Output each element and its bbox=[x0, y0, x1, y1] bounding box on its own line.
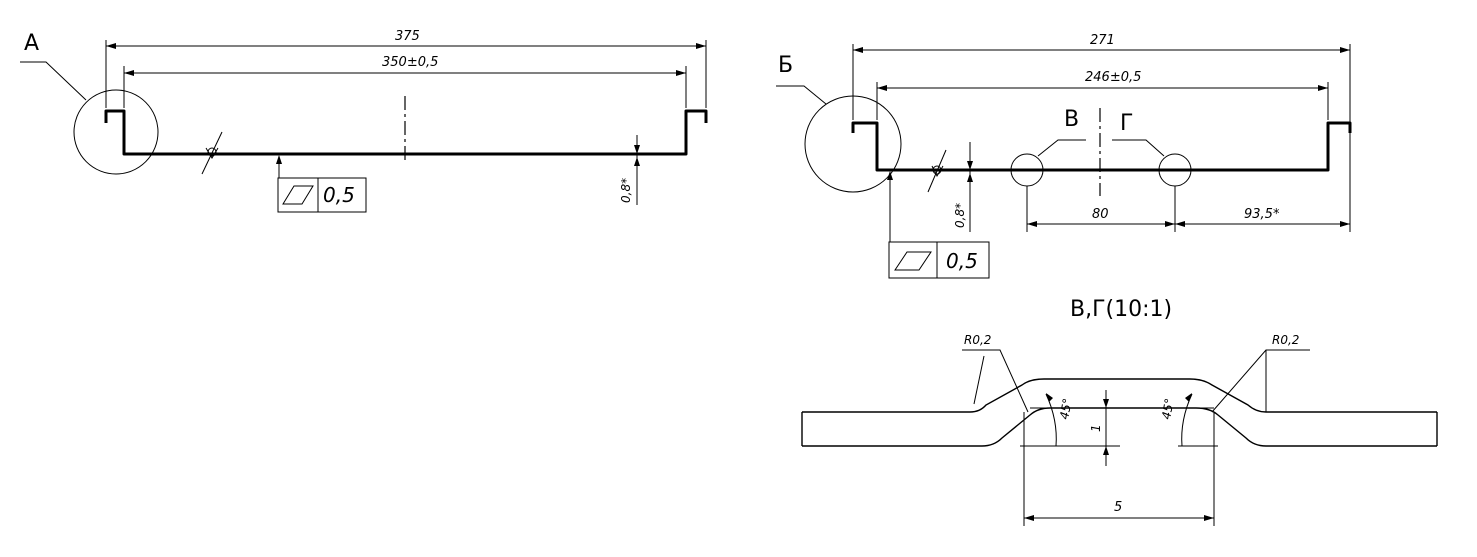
arrow bbox=[1185, 393, 1192, 402]
detail-title: В,Г(10:1) bbox=[1070, 297, 1172, 322]
arrow bbox=[967, 161, 973, 170]
dim-end-b: 93,5* bbox=[1244, 207, 1280, 222]
roughness-symbol bbox=[201, 131, 223, 175]
flatness-arrow-b bbox=[887, 171, 893, 180]
arrow bbox=[1103, 399, 1109, 408]
leader-g bbox=[1112, 139, 1165, 157]
profile-a bbox=[104, 109, 708, 156]
arrow bbox=[634, 145, 640, 154]
flatness-icon bbox=[894, 251, 932, 271]
flatness-frame-a bbox=[277, 177, 367, 213]
radius-right: R0,2 bbox=[1272, 333, 1299, 347]
angle-left: 45° bbox=[1057, 397, 1074, 420]
arrow bbox=[634, 157, 640, 166]
callout-v: В bbox=[1064, 107, 1079, 132]
view-label-a: А bbox=[24, 31, 39, 56]
detail-profile-top bbox=[802, 378, 1437, 413]
view-a: А 375 350±0,5 0,5 0,8* bbox=[20, 29, 708, 213]
angle-right: 45° bbox=[1159, 397, 1176, 420]
arrow bbox=[1103, 446, 1109, 455]
flatness-icon bbox=[282, 185, 314, 205]
view-label-b: Б bbox=[778, 53, 793, 78]
arrow bbox=[967, 173, 973, 182]
dim-height-a: 0,8* bbox=[619, 178, 633, 203]
dim-width-detail: 5 bbox=[1114, 500, 1122, 515]
radius-left: R0,2 bbox=[964, 333, 991, 347]
flatness-value-b: 0,5 bbox=[946, 249, 978, 273]
profile-b bbox=[851, 121, 1352, 172]
radius-leader-left bbox=[962, 349, 1029, 413]
detail-circle-a bbox=[73, 89, 159, 175]
radius-leader-left-2 bbox=[973, 355, 985, 405]
view-b: Б В Г 271 246±0,5 80 93,5* bbox=[776, 33, 1352, 279]
detail-profile-bottom bbox=[802, 407, 1437, 447]
flatness-frame-b bbox=[888, 241, 990, 279]
callout-g: Г bbox=[1120, 111, 1133, 136]
dim-inner-a: 350±0,5 bbox=[382, 55, 438, 70]
detail-view: В,Г(10:1) 1 45° 45° R0,2 R0,2 5 bbox=[801, 297, 1438, 526]
flatness-arrow-a bbox=[276, 155, 282, 164]
dim-height-detail: 1 bbox=[1089, 424, 1103, 432]
dim-inner-b: 246±0,5 bbox=[1085, 70, 1141, 85]
roughness-symbol bbox=[927, 149, 947, 193]
dim-height-b: 0,8* bbox=[953, 203, 967, 228]
dim-spacing-b: 80 bbox=[1092, 207, 1109, 222]
leader-v bbox=[1037, 139, 1086, 157]
leader-b bbox=[776, 85, 827, 105]
angle-arc-right bbox=[1181, 393, 1193, 447]
radius-leader-right bbox=[1211, 349, 1310, 413]
arrow bbox=[1046, 393, 1053, 402]
dim-overall-b: 271 bbox=[1090, 33, 1115, 48]
flatness-value-a: 0,5 bbox=[323, 183, 355, 207]
angle-arc-left bbox=[1045, 393, 1057, 447]
dim-overall-a: 375 bbox=[395, 29, 420, 44]
leader-a bbox=[20, 61, 87, 101]
